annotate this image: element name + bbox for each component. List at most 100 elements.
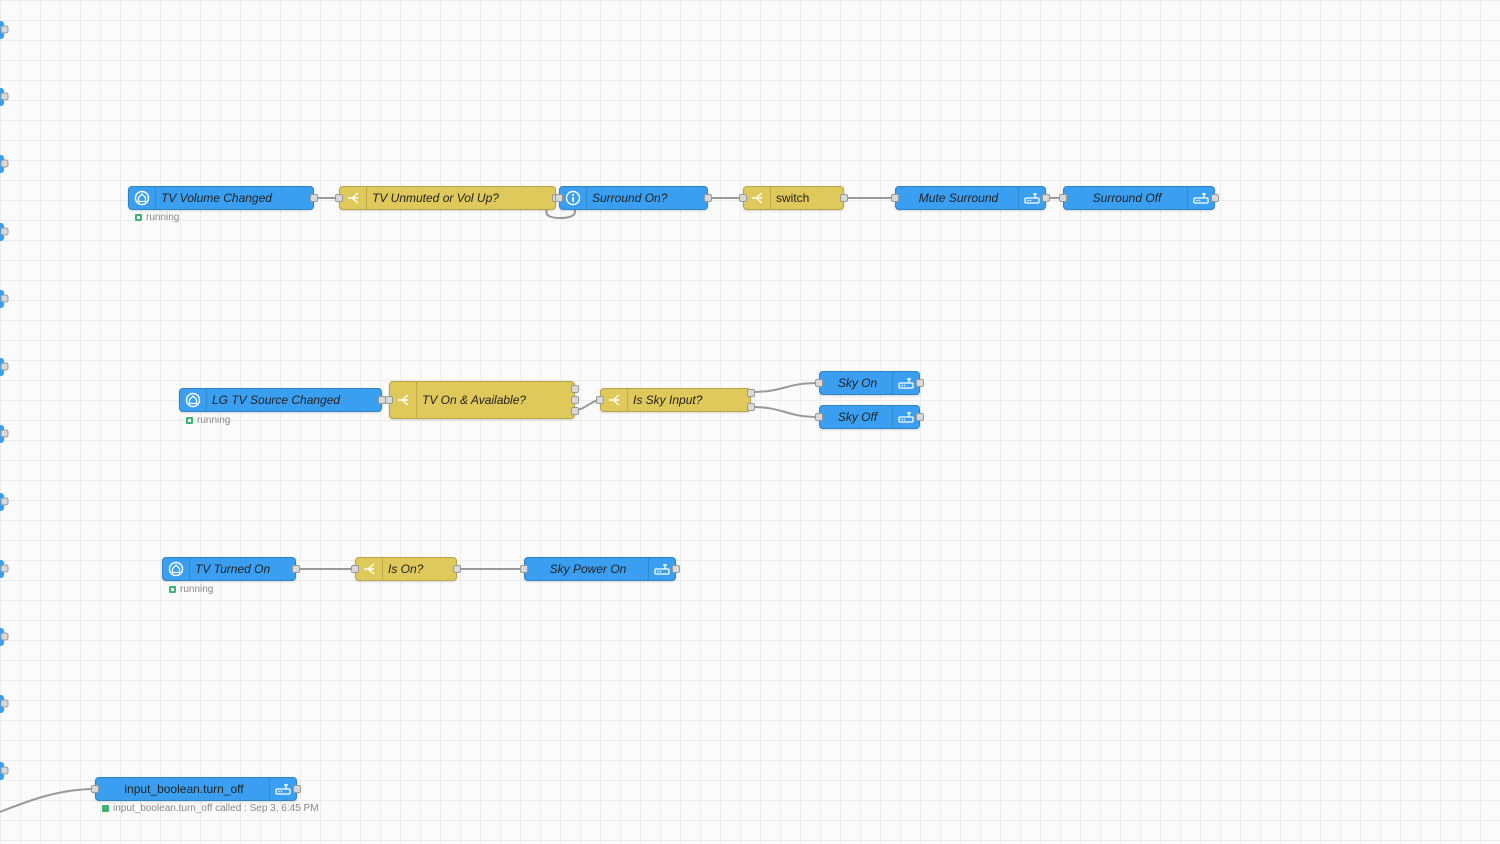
link-node-stub[interactable] <box>0 425 12 443</box>
node-surround-off[interactable]: Surround Off <box>1059 186 1219 210</box>
info-icon <box>560 187 587 209</box>
input-port[interactable] <box>385 396 393 404</box>
node-status: running <box>169 584 213 595</box>
output-port[interactable] <box>1211 194 1219 202</box>
output-port[interactable] <box>1042 194 1050 202</box>
input-port[interactable] <box>91 785 99 793</box>
node-status: running <box>135 212 179 223</box>
output-port[interactable] <box>672 565 680 573</box>
link-node-stub[interactable] <box>0 155 12 173</box>
status-text: running <box>180 584 214 595</box>
switch-branch-icon <box>390 382 417 418</box>
input-port[interactable] <box>815 413 823 421</box>
input-port[interactable] <box>520 565 528 573</box>
link-node-stub[interactable] <box>0 290 12 308</box>
node-label: Sky Off <box>837 410 878 424</box>
output-port[interactable] <box>704 194 712 202</box>
home-assistant-icon <box>129 187 156 209</box>
input-port[interactable] <box>739 194 747 202</box>
link-node-stub[interactable] <box>0 762 12 780</box>
router-icon <box>269 778 296 800</box>
node-tv-volume-changed[interactable]: TV Volume Changed <box>128 186 318 210</box>
node-tv-turned-on[interactable]: TV Turned On <box>162 557 300 581</box>
switch-branch-icon <box>744 187 771 209</box>
output-port[interactable] <box>453 565 461 573</box>
output-port[interactable] <box>571 407 579 415</box>
node-label: TV On & Available? <box>422 393 527 407</box>
output-port[interactable] <box>293 785 301 793</box>
node-sky-off[interactable]: Sky Off <box>815 405 924 429</box>
node-is-sky-input[interactable]: Is Sky Input? <box>596 388 755 412</box>
node-is-on[interactable]: Is On? <box>351 557 461 581</box>
output-port[interactable] <box>292 565 300 573</box>
wire <box>0 788 96 813</box>
router-icon <box>1018 187 1045 209</box>
router-icon <box>892 406 919 428</box>
output-port[interactable] <box>916 379 924 387</box>
node-sky-power-on[interactable]: Sky Power On <box>520 557 680 581</box>
status-indicator <box>102 805 109 812</box>
status-text: running <box>146 212 180 223</box>
output-port[interactable] <box>747 403 755 411</box>
node-surround-on[interactable]: Surround On? <box>555 186 712 210</box>
output-port[interactable] <box>747 389 755 397</box>
input-port[interactable] <box>815 379 823 387</box>
input-port[interactable] <box>335 194 343 202</box>
link-node-stub[interactable] <box>0 88 12 106</box>
status-indicator <box>169 586 176 593</box>
link-node-stub[interactable] <box>0 21 12 39</box>
router-icon <box>648 558 675 580</box>
switch-branch-icon <box>356 558 383 580</box>
node-switch[interactable]: switch <box>739 186 848 210</box>
node-label: Sky Power On <box>549 562 627 576</box>
output-port[interactable] <box>840 194 848 202</box>
output-port[interactable] <box>571 396 579 404</box>
input-port[interactable] <box>555 194 563 202</box>
node-tv-unmuted-or-vol-up[interactable]: TV Unmuted or Vol Up? <box>335 186 560 210</box>
switch-branch-icon <box>340 187 367 209</box>
router-icon <box>892 372 919 394</box>
input-port[interactable] <box>891 194 899 202</box>
node-label: TV Turned On <box>195 562 271 576</box>
status-indicator <box>186 417 193 424</box>
link-node-stub[interactable] <box>0 358 12 376</box>
node-status: input_boolean.turn_off called : Sep 3, 6… <box>102 803 319 814</box>
wire <box>750 382 820 393</box>
output-port[interactable] <box>310 194 318 202</box>
node-label: Surround On? <box>592 191 668 205</box>
node-label: Mute Surround <box>918 191 999 205</box>
link-node-stub[interactable] <box>0 493 12 511</box>
input-port[interactable] <box>596 396 604 404</box>
input-port[interactable] <box>351 565 359 573</box>
node-mute-surround[interactable]: Mute Surround <box>891 186 1050 210</box>
node-input-boolean-turn-off[interactable]: input_boolean.turn_off <box>91 777 301 801</box>
status-text: input_boolean.turn_off called : Sep 3, 6… <box>113 803 319 814</box>
node-tv-on-available[interactable]: TV On & Available? <box>385 381 579 419</box>
input-port[interactable] <box>1059 194 1067 202</box>
node-status: running <box>186 415 230 426</box>
wire <box>750 406 820 418</box>
node-label: TV Volume Changed <box>161 191 272 205</box>
node-label: input_boolean.turn_off <box>124 782 244 796</box>
link-node-stub[interactable] <box>0 223 12 241</box>
home-assistant-icon <box>180 389 207 411</box>
node-sky-on[interactable]: Sky On <box>815 371 924 395</box>
output-port[interactable] <box>916 413 924 421</box>
node-lg-tv-source-changed[interactable]: LG TV Source Changed <box>179 388 386 412</box>
node-label: Is On? <box>388 562 424 576</box>
link-node-stub[interactable] <box>0 695 12 713</box>
link-node-stub[interactable] <box>0 628 12 646</box>
node-label: Is Sky Input? <box>633 393 703 407</box>
link-node-stub[interactable] <box>0 560 12 578</box>
node-label: LG TV Source Changed <box>212 393 341 407</box>
router-icon <box>1187 187 1214 209</box>
home-assistant-icon <box>163 558 190 580</box>
node-label: Sky On <box>837 376 878 390</box>
node-label: switch <box>776 191 810 205</box>
status-indicator <box>135 214 142 221</box>
status-text: running <box>197 415 231 426</box>
output-port[interactable] <box>571 385 579 393</box>
node-label: TV Unmuted or Vol Up? <box>372 191 499 205</box>
switch-branch-icon <box>601 389 628 411</box>
